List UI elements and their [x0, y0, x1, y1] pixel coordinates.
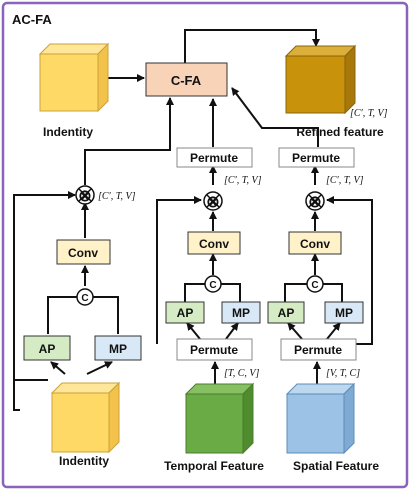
concat-mid-symbol: C	[209, 280, 216, 291]
left-mul-dims: [C', T, V]	[98, 191, 136, 202]
conv-right: Conv	[288, 231, 342, 255]
concat-left-symbol: C	[81, 293, 88, 304]
spatial-feature-cube	[285, 382, 356, 455]
mp-right-label: MP	[335, 306, 353, 320]
permute-right-bottom-label: Permute	[294, 343, 342, 357]
refined-dims: [C', T, V]	[350, 108, 388, 119]
spatial-feature-label: Spatial Feature	[293, 459, 379, 473]
mid-mul-dims: [C', T, V]	[224, 175, 262, 186]
cfa-block: C-FA	[145, 62, 228, 97]
concat-right-symbol: C	[311, 280, 318, 291]
mp-mid-label: MP	[232, 306, 250, 320]
identity-bottom-cube	[50, 381, 121, 454]
multiply-node-right: ⊗	[305, 191, 325, 211]
multiply-node-mid: ⊗	[203, 191, 223, 211]
permute-mid-bottom-label: Permute	[190, 343, 238, 357]
connectors	[13, 29, 373, 411]
conv-left: Conv	[56, 239, 111, 265]
identity-top-cube	[38, 42, 110, 113]
cfa-label: C-FA	[171, 73, 202, 88]
module-title: AC-FA	[12, 12, 52, 27]
permute-mid-bottom: Permute	[176, 338, 253, 361]
mp-mid: MP	[221, 301, 261, 324]
ap-right-label: AP	[278, 306, 295, 320]
spatial-dims: [V, T, C]	[326, 368, 360, 379]
conv-left-label: Conv	[68, 246, 98, 260]
concat-node-right: C	[306, 275, 324, 293]
temporal-feature-label: Temporal Feature	[164, 459, 264, 473]
permute-right-top-label: Permute	[292, 151, 340, 165]
conv-mid-label: Conv	[199, 237, 229, 251]
permute-mid-top-label: Permute	[190, 151, 238, 165]
ap-left: AP	[23, 335, 71, 361]
permute-right-bottom: Permute	[280, 338, 357, 361]
concat-node-left: C	[76, 288, 94, 306]
mp-left: MP	[94, 335, 142, 361]
ap-mid-label: AP	[177, 306, 194, 320]
concat-node-mid: C	[204, 275, 222, 293]
mp-right: MP	[324, 301, 364, 324]
ap-left-label: AP	[39, 342, 56, 356]
temporal-feature-cube	[184, 382, 255, 455]
identity-top-label: Indentity	[43, 125, 93, 139]
conv-right-label: Conv	[300, 237, 330, 251]
ap-mid: AP	[165, 301, 205, 324]
permute-right-top: Permute	[278, 147, 355, 168]
temporal-dims: [T, C, V]	[224, 368, 259, 379]
ap-right: AP	[267, 301, 305, 324]
refined-feature-cube	[284, 44, 357, 115]
mp-left-label: MP	[109, 342, 127, 356]
identity-bottom-label: Indentity	[59, 454, 109, 468]
conv-mid: Conv	[187, 231, 241, 255]
multiply-node-left: ⊗	[75, 185, 95, 205]
refined-feature-label: Refined feature	[296, 125, 384, 139]
right-mul-dims: [C', T, V]	[326, 175, 364, 186]
permute-mid-top: Permute	[176, 147, 253, 168]
